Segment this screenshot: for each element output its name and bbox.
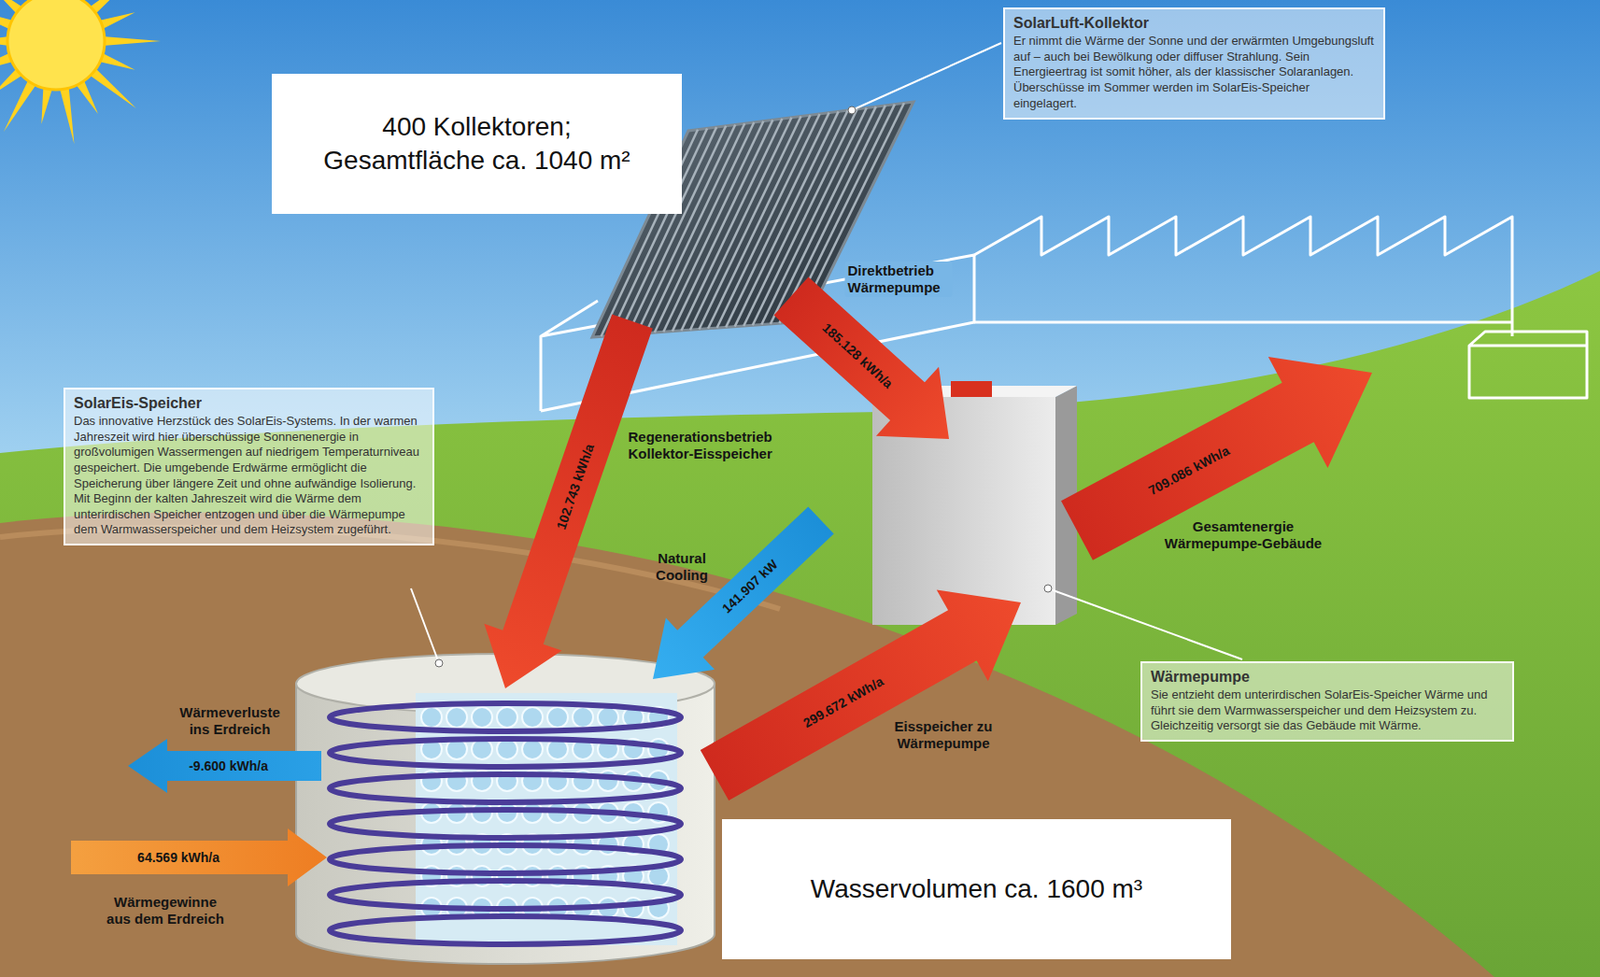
- ice-cell: [597, 770, 619, 792]
- ice-cell: [522, 707, 543, 728]
- heat-exchanger-coil: [329, 880, 681, 909]
- callout-heading: Wärmepumpe: [1150, 668, 1504, 686]
- sun-ray: [41, 85, 53, 125]
- note-text: 400 Kollektoren; Gesamtfläche ca. 1040 m…: [299, 110, 654, 179]
- sun-ray: [59, 85, 75, 144]
- flow-caption: Gesamtenergie Wärmepumpe-Gebäude: [1154, 518, 1332, 553]
- sun-disc: [7, 0, 105, 90]
- callout-body: Er nimmt die Wärme der Sonne und der erw…: [1013, 33, 1375, 112]
- sun-ray: [102, 36, 161, 46]
- callout-heading: SolarEis-Speicher: [73, 395, 425, 412]
- soil: [0, 512, 1495, 977]
- sun-ray: [3, 79, 37, 132]
- store-body: [296, 683, 715, 964]
- note-box: 400 Kollektoren; Gesamtfläche ca. 1040 m…: [271, 73, 682, 214]
- heat-exchanger-coil: [329, 845, 681, 874]
- ice-cell: [572, 707, 594, 728]
- heat-exchanger-coil: [329, 809, 681, 838]
- pump-cap: [950, 381, 992, 397]
- heat-exchanger-coil: [329, 703, 681, 732]
- flow-value: -9.600 kWh/a: [188, 758, 269, 775]
- sawtooth-roof: [974, 216, 1513, 337]
- leader-dot: [848, 106, 856, 114]
- leader-line: [410, 588, 439, 664]
- ice-cell: [623, 897, 644, 919]
- ice-store: [296, 653, 715, 964]
- meadow: [0, 270, 1600, 977]
- sun-ray: [88, 67, 137, 109]
- energy-flow-arrow: [70, 828, 327, 887]
- flow-caption: Eisspeicher zu Wärmepumpe: [882, 718, 1005, 752]
- leader-line: [1047, 588, 1243, 660]
- callout-body: Sie entzieht dem unterirdischen SolarEis…: [1150, 687, 1504, 735]
- callout-box: SolarLuft-KollektorEr nimmt die Wärme de…: [1003, 7, 1386, 120]
- ice-cell: [522, 738, 543, 760]
- callout-body: Das innovative Herzstück des SolarEis-Sy…: [73, 413, 425, 539]
- flow-value: 64.569 kWh/a: [137, 849, 220, 866]
- energy-flow-arrow: [774, 277, 949, 439]
- ice-cell: [446, 707, 468, 728]
- energy-flow-arrow: [483, 313, 652, 689]
- energy-flow-arrow: [1061, 356, 1373, 561]
- flow-caption: Regenerationsbetrieb Kollektor-Eisspeich…: [628, 428, 802, 463]
- flow-caption: Natural Cooling: [644, 550, 720, 584]
- callout-box: WärmepumpeSie entzieht dem unterirdische…: [1140, 661, 1515, 742]
- ice-cell: [471, 738, 493, 760]
- flow-caption: Wärmegewinne aus dem Erdreich: [99, 893, 231, 928]
- callout-box: SolarEis-SpeicherDas innovative Herzstüc…: [63, 387, 435, 546]
- ice-cell: [597, 707, 619, 728]
- energy-flow-arrow: [652, 506, 835, 680]
- flow-caption: Direktbetrieb Wärmepumpe: [845, 261, 953, 298]
- ice-cell: [496, 707, 518, 728]
- ice-cell: [471, 707, 493, 728]
- ice-cell: [547, 707, 568, 728]
- ice-cell: [421, 707, 442, 728]
- note-box: Wasservolumen ca. 1600 m³: [722, 819, 1232, 960]
- ice-cell: [496, 738, 518, 760]
- annex-outline: [1469, 331, 1587, 398]
- heat-exchanger-coil: [329, 916, 681, 945]
- leader-dot: [1044, 584, 1052, 593]
- leader-line: [851, 42, 1002, 111]
- heat-exchanger-coil: [329, 774, 681, 803]
- leader-dot: [435, 659, 443, 667]
- energy-flow-arrow: [700, 590, 1021, 801]
- heat-exchanger-coil: [329, 738, 681, 767]
- flow-caption: Wärmeverluste ins Erdreich: [169, 704, 291, 738]
- callout-heading: SolarLuft-Kollektor: [1013, 14, 1375, 32]
- sun: [0, 0, 161, 144]
- energy-flows: [70, 277, 1373, 887]
- note-text: Wasservolumen ca. 1600 m³: [810, 872, 1143, 907]
- energy-flow-arrow: [127, 738, 322, 793]
